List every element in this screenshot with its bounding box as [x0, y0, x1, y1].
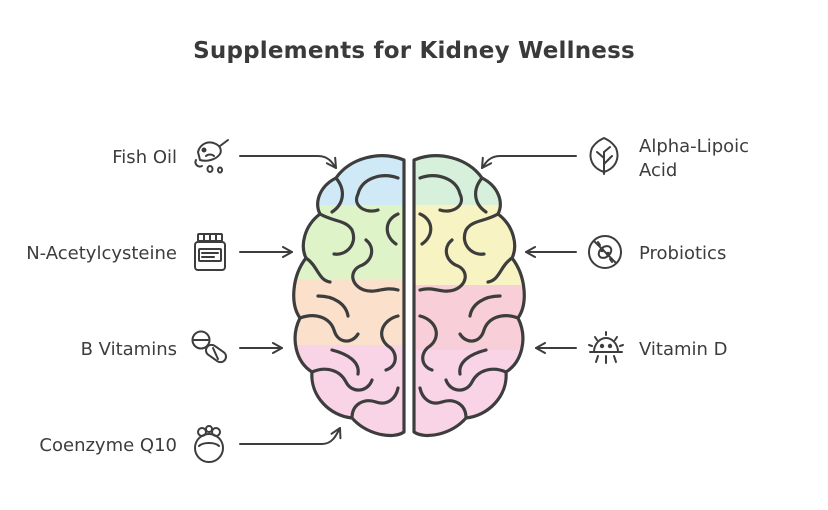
supplement-jar-icon [194, 233, 226, 271]
probiotics-icon [588, 235, 622, 269]
coenzyme-icon [194, 425, 224, 463]
label-b-vitamins: B Vitamins [80, 339, 177, 360]
label-alpha-lipoic-acid: Alpha-Lipoic Acid [639, 135, 749, 183]
arrow-fish-oil [239, 155, 337, 169]
fish-oil-icon [194, 139, 229, 174]
label-alpha-lipoic-line1: Alpha-Lipoic [639, 136, 750, 157]
label-n-acetylcysteine: N-Acetylcysteine [26, 243, 177, 264]
arrows-right [481, 155, 577, 354]
pills-icon [191, 330, 228, 364]
label-vitamin-d: Vitamin D [639, 339, 728, 360]
label-alpha-lipoic-line2: Acid [639, 160, 678, 181]
sun-icon [588, 331, 624, 364]
label-probiotics: Probiotics [639, 243, 727, 264]
brain-outline [292, 154, 526, 438]
label-coenzyme-q10: Coenzyme Q10 [39, 435, 177, 456]
page-title: Supplements for Kidney Wellness [193, 38, 635, 64]
right-hemisphere-fill [414, 155, 525, 436]
arrow-alpha-lipoic [481, 155, 577, 169]
arrow-coenzyme-q10 [239, 427, 342, 445]
leaf-icon [589, 137, 619, 175]
label-fish-oil: Fish Oil [112, 147, 177, 168]
arrows-left [239, 155, 342, 445]
